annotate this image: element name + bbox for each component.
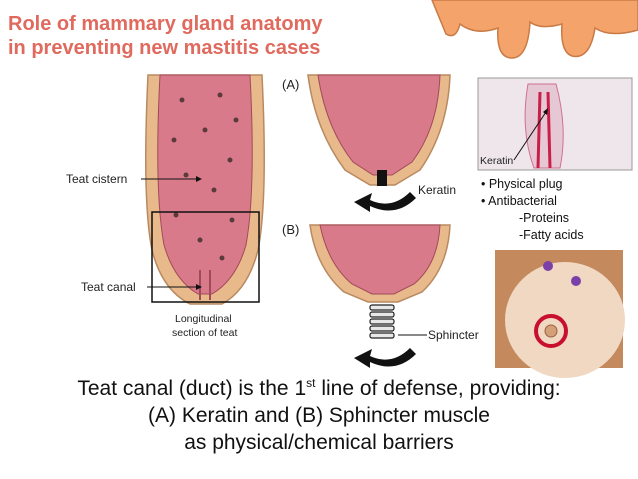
- keratin-properties-list: • Physical plug • Antibacterial -Protein…: [481, 176, 584, 244]
- teat-canal-label: Teat canal: [81, 280, 136, 294]
- panel-a-label: (A): [282, 77, 300, 92]
- section-caption-line-1: Longitudinal: [175, 313, 232, 325]
- caption-line-3: as physical/chemical barriers: [184, 431, 454, 454]
- title-line-1: Role of mammary gland anatomy: [8, 13, 323, 35]
- bullet-physical-plug: • Physical plug: [481, 177, 563, 191]
- keratin-label: Keratin: [418, 183, 457, 197]
- section-caption-line-2: section of teat: [172, 327, 238, 339]
- teat-cistern-label: Teat cistern: [66, 172, 128, 186]
- caption-line-1-end: line of defense, providing:: [315, 377, 561, 400]
- caption-line-2: (A) Keratin and (B) Sphincter muscle: [148, 404, 490, 427]
- slide-caption: Teat canal (duct) is the 1st line of def…: [0, 370, 638, 456]
- panel-b-label: (B): [282, 222, 300, 237]
- udder-decoration: [431, 0, 638, 59]
- bullet-antibacterial: • Antibacterial: [481, 194, 557, 208]
- teat-canal-highlight-box: [151, 211, 260, 303]
- teat-longitudinal-section: [145, 74, 265, 305]
- panel-a-teat: [307, 74, 451, 186]
- arrow-b-icon: [354, 348, 416, 368]
- keratin-inset-label: Keratin: [480, 155, 514, 167]
- caption-line-1-text: Teat canal (duct) is the 1: [77, 377, 307, 400]
- bullet-proteins: -Proteins: [519, 211, 570, 225]
- panel-b-teat: [309, 224, 451, 339]
- arrow-a-icon: [354, 192, 416, 212]
- teat-end-photo: [495, 250, 625, 378]
- sphincter-label: Sphincter: [428, 328, 479, 342]
- keratin-histology-image: [477, 77, 633, 171]
- caption-superscript: st: [306, 376, 316, 390]
- slide-title: Role of mammary gland anatomy in prevent…: [8, 12, 428, 60]
- bullet-fatty-acids: -Fatty acids: [519, 228, 584, 242]
- title-line-2: in preventing new mastitis cases: [8, 37, 321, 59]
- caption-line-1: Teat canal (duct) is the 1st line of def…: [0, 370, 638, 402]
